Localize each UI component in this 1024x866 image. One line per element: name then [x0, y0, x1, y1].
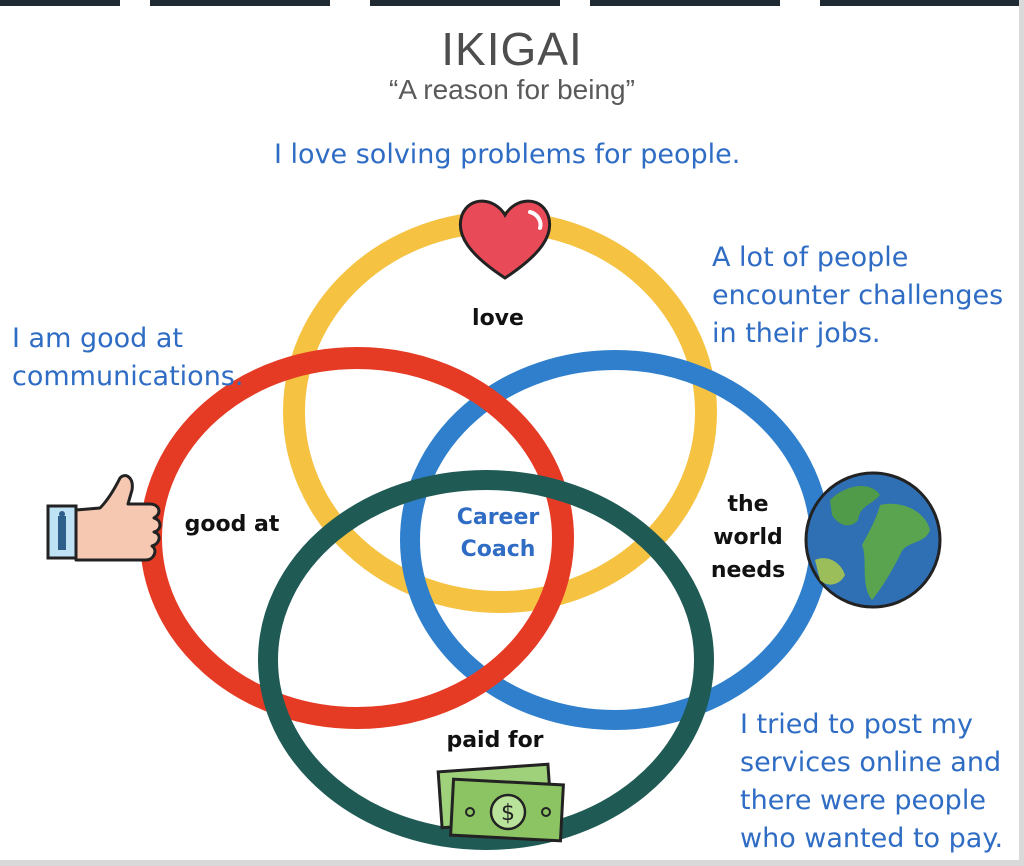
note-world-needs: A lot of people encounter challenges in …: [712, 239, 1003, 353]
globe-icon: [804, 471, 942, 609]
label-world-needs-line: needs: [710, 558, 786, 583]
note-paid-for: I tried to post my services online and t…: [740, 706, 1003, 858]
center-label-line: Career: [456, 505, 540, 530]
note-paid-for-line: there were people: [740, 785, 986, 816]
page-subtitle: “A reason for being”: [389, 74, 635, 105]
svg-text:$: $: [501, 801, 515, 826]
note-good-at-line: I am good at: [12, 323, 184, 354]
right-border: [1019, 0, 1024, 866]
note-paid-for-line: I tried to post my: [740, 709, 973, 740]
note-world-needs-line: encounter challenges: [712, 280, 1004, 311]
thumbs-up-icon: [46, 474, 162, 562]
note-good-at: I am good at communications.: [12, 320, 243, 396]
top-border: [0, 0, 1024, 6]
note-good-at-line: communications.: [12, 361, 244, 392]
label-paid-for: paid for: [446, 728, 544, 753]
center-label-line: Coach: [460, 537, 536, 562]
center-label: Career Coach: [436, 502, 560, 566]
label-world-needs-line: world: [713, 525, 783, 550]
paid-for-ring: [258, 470, 714, 850]
label-world-needs-line: the: [727, 492, 769, 517]
note-paid-for-line: who wanted to pay.: [740, 823, 1004, 854]
note-paid-for-line: services online and: [740, 747, 1002, 778]
note-love: I love solving problems for people.: [274, 139, 741, 170]
note-world-needs-line: in their jobs.: [712, 318, 881, 349]
label-good-at: good at: [184, 512, 280, 537]
heart-icon: [458, 199, 552, 280]
bottom-border: [0, 860, 1024, 866]
label-world-needs: the world needs: [700, 488, 796, 587]
note-world-needs-line: A lot of people: [712, 242, 909, 273]
label-love: love: [472, 306, 524, 331]
money-icon: $: [436, 762, 565, 843]
page-title: IKIGAI: [441, 23, 583, 75]
